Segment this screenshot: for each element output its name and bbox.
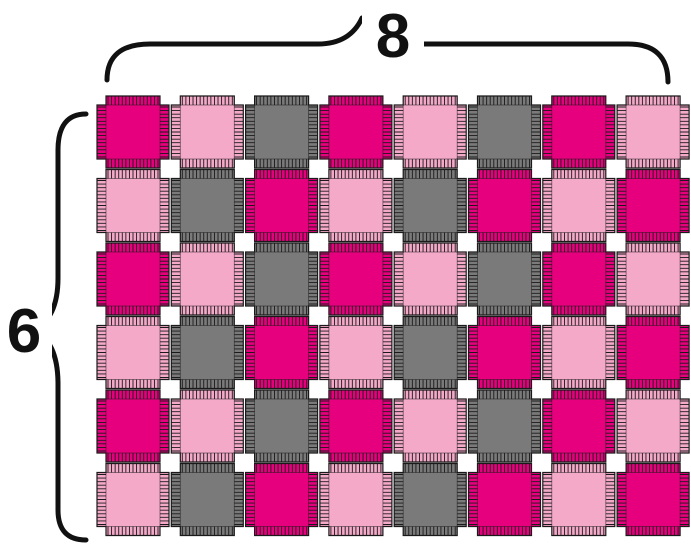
quilt-tile <box>171 464 243 536</box>
quilt-tile <box>171 170 243 242</box>
quilt-tile <box>469 243 541 315</box>
tile-grid <box>97 96 689 536</box>
quilt-tile <box>246 96 318 168</box>
quilt-tile <box>394 170 466 242</box>
quilt-tile <box>97 96 169 168</box>
quilt-tile <box>246 243 318 315</box>
quilt-tile <box>543 317 615 389</box>
quilt-tile <box>320 317 392 389</box>
quilt-tile <box>469 464 541 536</box>
quilt-tile <box>97 390 169 462</box>
quilt-tile <box>320 243 392 315</box>
quilt-tile <box>97 464 169 536</box>
quilt-tile <box>320 390 392 462</box>
quilt-tile <box>617 464 689 536</box>
quilt-tile <box>543 390 615 462</box>
quilt-tile <box>394 464 466 536</box>
quilt-tile <box>171 390 243 462</box>
quilt-tile <box>543 170 615 242</box>
quilt-tile <box>469 390 541 462</box>
quilt-tile <box>246 317 318 389</box>
quilt-tile <box>97 170 169 242</box>
quilt-tile <box>320 96 392 168</box>
quilt-tile <box>469 96 541 168</box>
quilt-tile <box>246 390 318 462</box>
quilt-tile <box>617 170 689 242</box>
quilt-tile <box>246 170 318 242</box>
quilt-tile <box>394 317 466 389</box>
quilt-tile <box>171 243 243 315</box>
quilt-tile <box>394 243 466 315</box>
quilt-tile <box>394 390 466 462</box>
quilt-tile <box>543 96 615 168</box>
row-count-label: 6 <box>7 297 41 366</box>
quilt-tile <box>171 317 243 389</box>
column-count-label: 8 <box>376 2 410 71</box>
quilt-tile <box>320 464 392 536</box>
quilt-tile <box>543 464 615 536</box>
quilt-tile <box>320 170 392 242</box>
quilt-tile <box>469 317 541 389</box>
quilt-tile <box>617 317 689 389</box>
quilt-tile <box>617 96 689 168</box>
quilt-tile <box>617 390 689 462</box>
quilt-tile <box>394 96 466 168</box>
quilt-tile <box>97 243 169 315</box>
quilt-tile <box>171 96 243 168</box>
quilt-tile <box>97 317 169 389</box>
quilt-tile <box>617 243 689 315</box>
quilt-tile <box>469 170 541 242</box>
quilt-tile <box>246 464 318 536</box>
quilt-tile <box>543 243 615 315</box>
